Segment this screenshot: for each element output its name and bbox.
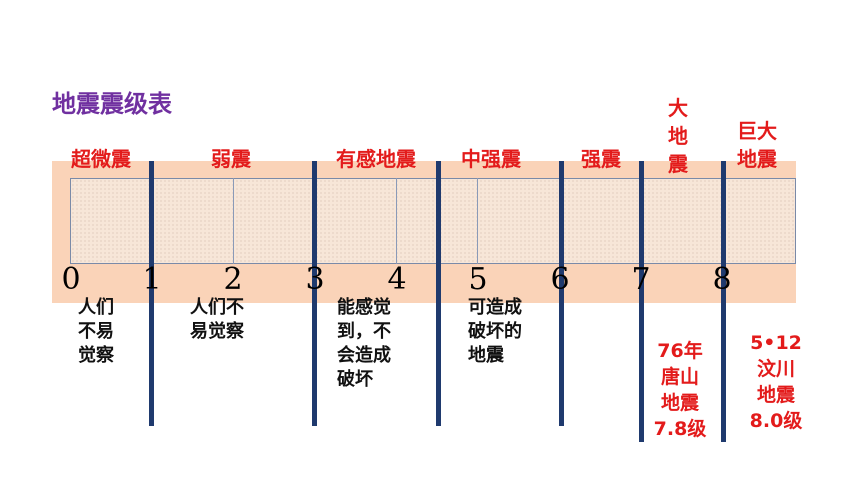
unit-separator — [396, 178, 397, 264]
scale-number-2: 2 — [223, 262, 243, 297]
description-micro: 人们 不易 觉察 — [78, 297, 114, 366]
page-title: 地震震级表 — [52, 90, 172, 118]
level-divider-1 — [149, 161, 154, 426]
level-divider-3 — [312, 161, 317, 426]
unit-separator — [477, 178, 478, 264]
level-label-micro: 超微震 — [71, 147, 131, 171]
level-label-major: 大 地 震 — [668, 96, 688, 176]
level-label-felt: 有感地震 — [336, 147, 416, 171]
scale-number-6: 6 — [550, 262, 570, 297]
level-label-moderate: 中强震 — [461, 147, 521, 171]
level-label-weak: 弱震 — [211, 147, 251, 171]
description-moderate: 可造成 破坏的 地震 — [468, 297, 522, 366]
level-divider-7 — [639, 161, 644, 442]
description-felt: 能感觉 到，不 会造成 破坏 — [337, 297, 391, 390]
scale-number-5: 5 — [468, 262, 488, 297]
level-divider-6 — [559, 161, 564, 426]
description-weak: 人们不 易觉察 — [190, 297, 244, 342]
magnitude-scale-bar — [70, 178, 796, 264]
level-divider-8 — [721, 161, 726, 442]
scale-number-3: 3 — [305, 262, 325, 297]
event-wenchuan: 5•12 汶川 地震 8.0级 — [749, 332, 803, 432]
scale-number-7: 7 — [631, 262, 651, 297]
level-divider-4-5 — [436, 161, 441, 426]
unit-separator — [233, 178, 234, 264]
event-tangshan: 76年 唐山 地震 7.8级 — [653, 340, 707, 440]
scale-number-0: 0 — [61, 262, 81, 297]
scale-number-1: 1 — [142, 262, 162, 297]
level-label-strong: 强震 — [581, 147, 621, 171]
level-label-great: 巨大 地震 — [737, 119, 777, 171]
scale-number-4: 4 — [387, 262, 407, 297]
scale-number-8: 8 — [712, 262, 732, 297]
